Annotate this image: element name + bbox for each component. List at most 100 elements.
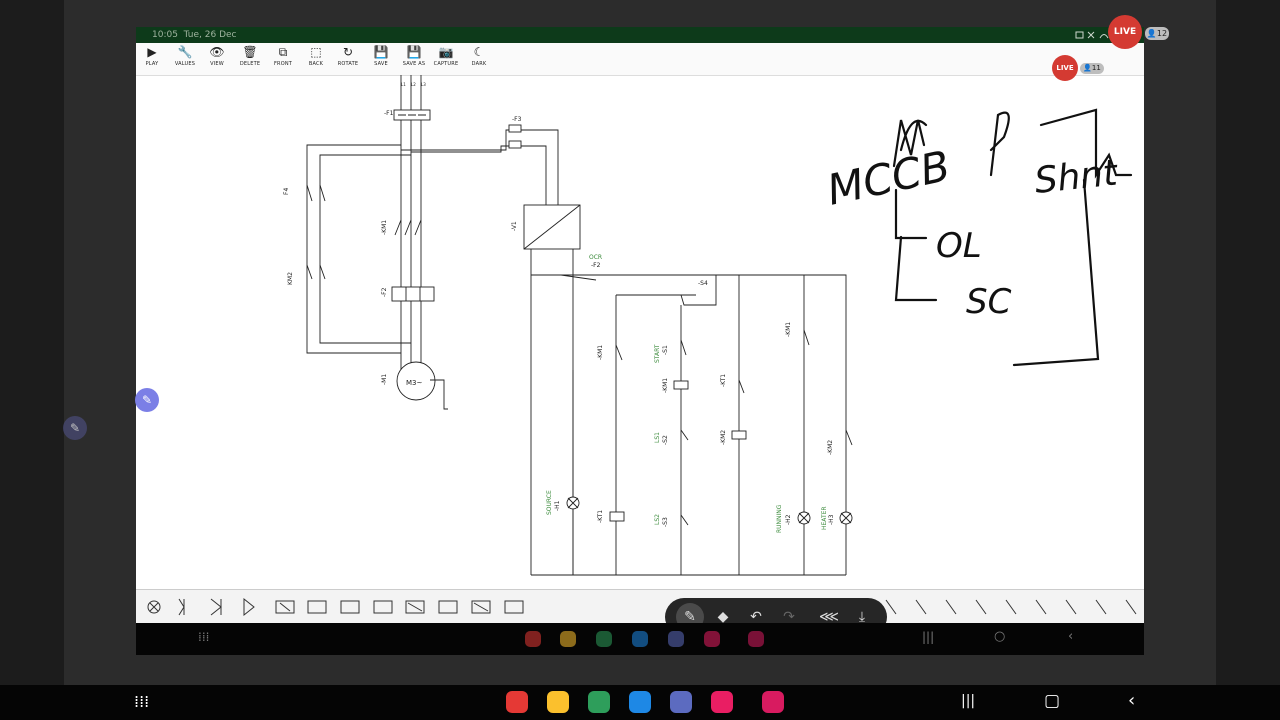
label-f2-power: -F2 xyxy=(381,287,388,297)
label-km1-power: -KM1 xyxy=(381,220,388,235)
app-icon-3[interactable] xyxy=(588,691,610,713)
app-icon-dim-3[interactable] xyxy=(596,631,612,647)
recents-icon-inner[interactable]: ||| xyxy=(922,630,935,644)
app-screen: 10:05 Tue, 26 Dec ▶PLAY 🔧VALUES 👁VIEW 🗑D… xyxy=(136,27,1144,655)
system-nav-bar: ⁞⁞⁞ ||| ▢ ‹ xyxy=(0,685,1280,720)
annotation-title: MCCB xyxy=(823,141,954,215)
save-button[interactable]: 💾SAVE xyxy=(365,45,397,73)
label-f3: -F3 xyxy=(512,116,522,123)
recents-icon[interactable]: ||| xyxy=(961,693,976,709)
label-s1: -S1 xyxy=(662,345,669,355)
capture-button[interactable]: 📷CAPTURE xyxy=(430,45,462,73)
rotate-icon: ↻ xyxy=(342,45,354,59)
app-icon-1[interactable] xyxy=(506,691,528,713)
status-bar: 10:05 Tue, 26 Dec xyxy=(136,27,1144,43)
app-icon-dim-1[interactable] xyxy=(525,631,541,647)
delete-button[interactable]: 🗑DELETE xyxy=(234,45,266,73)
back-icon-inner[interactable]: ‹ xyxy=(1068,629,1074,644)
view-button[interactable]: 👁VIEW xyxy=(201,45,233,73)
home-icon[interactable]: ▢ xyxy=(1044,691,1061,711)
save-as-button[interactable]: 💾SAVE AS xyxy=(398,45,430,73)
label-v1: -V1 xyxy=(511,221,518,231)
label-km1-contact: -KM1 xyxy=(597,345,604,360)
apps-grid-icon-inner[interactable]: ⁞⁞⁞ xyxy=(198,630,210,644)
motor-label: M3~ xyxy=(406,379,422,387)
home-icon-inner[interactable]: ○ xyxy=(994,629,1006,644)
label-f2-control: -F2 xyxy=(591,262,601,269)
label-s2: -S2 xyxy=(662,435,669,445)
label-heater: HEATER xyxy=(821,506,828,530)
app-icon-4[interactable] xyxy=(629,691,651,713)
label-ls1: LS1 xyxy=(654,432,661,443)
app-icon-dim-6[interactable] xyxy=(704,631,720,647)
trash-icon: 🗑 xyxy=(242,45,258,59)
app-icon-dim-4[interactable] xyxy=(632,631,648,647)
schematic-canvas[interactable]: -F1 F4 -KM1 KM2 -F2 -M1 M3~ -F3 -V1 L1 L… xyxy=(136,75,1144,589)
annotation-shunt: Shnt xyxy=(1033,152,1121,202)
live-badge-small[interactable]: LIVE xyxy=(1052,55,1078,81)
back-button[interactable]: ⬚BACK xyxy=(300,45,332,73)
label-s4: -S4 xyxy=(698,280,708,287)
component-symbols xyxy=(147,597,1137,617)
label-h3: -H3 xyxy=(828,514,835,525)
label-f4: F4 xyxy=(283,188,290,195)
download-icon[interactable]: ⤓ xyxy=(858,609,866,625)
label-l2: L2 xyxy=(411,82,416,87)
back-icon[interactable]: ‹ xyxy=(1128,690,1136,711)
handwritten-annotation xyxy=(892,108,1133,367)
label-f1: -F1 xyxy=(384,110,394,117)
viewer-count: 👤12 xyxy=(1145,27,1169,40)
camera-icon: 📷 xyxy=(438,45,454,59)
app-icon-2[interactable] xyxy=(547,691,569,713)
app-icon-dim-2[interactable] xyxy=(560,631,576,647)
inner-nav-bar: ⁞⁞⁞ ||| ○ ‹ xyxy=(136,623,1144,655)
apps-grid-icon[interactable]: ⁞⁞⁞ xyxy=(134,692,150,711)
viewer-count-small: 👤11 xyxy=(1080,63,1104,74)
annotation-sc: SC xyxy=(966,282,1012,322)
label-ls2: LS2 xyxy=(654,514,661,525)
rotate-button[interactable]: ↻ROTATE xyxy=(332,45,364,73)
label-h2: -H2 xyxy=(785,514,792,525)
left-bezel xyxy=(0,0,64,720)
label-km1-coil: -KM1 xyxy=(662,378,669,393)
eraser-icon[interactable]: ◆ xyxy=(717,609,729,625)
undo-icon[interactable]: ↶ xyxy=(750,609,762,625)
label-source: SOURCE xyxy=(546,490,553,515)
redo-icon[interactable]: ↷ xyxy=(783,609,795,625)
values-button[interactable]: 🔧VALUES xyxy=(169,45,201,73)
front-button[interactable]: ⧉FRONT xyxy=(267,45,299,73)
label-l1: L1 xyxy=(401,82,406,87)
label-km2-power: KM2 xyxy=(287,272,294,285)
status-time: 10:05 xyxy=(152,30,178,40)
live-badge[interactable]: LIVE xyxy=(1108,15,1142,49)
floppy-icon: 💾 xyxy=(373,45,389,59)
app-icon-6[interactable] xyxy=(711,691,733,713)
floating-pen-icon[interactable]: ✎ xyxy=(135,388,159,412)
app-icon-dim-5[interactable] xyxy=(668,631,684,647)
back-icon: ⬚ xyxy=(310,45,322,59)
label-km1-aux: -KM1 xyxy=(785,322,792,337)
label-m1: -M1 xyxy=(381,374,388,385)
app-icon-dim-7[interactable] xyxy=(748,631,764,647)
label-kt1-coil: -KT1 xyxy=(597,510,604,523)
play-icon: ▶ xyxy=(147,45,157,59)
label-km2-coil: -KM2 xyxy=(720,430,727,445)
right-bezel xyxy=(1216,0,1280,720)
floating-pen-icon-ghost[interactable]: ✎ xyxy=(63,416,87,440)
app-toolbar: ▶PLAY 🔧VALUES 👁VIEW 🗑DELETE ⧉FRONT ⬚BACK… xyxy=(136,43,1144,76)
component-palette[interactable] xyxy=(136,589,1144,624)
dark-button[interactable]: ☾DARK xyxy=(463,45,495,73)
app-icon-5[interactable] xyxy=(670,691,692,713)
app-icon-7[interactable] xyxy=(762,691,784,713)
annotation-ol: OL xyxy=(936,226,982,266)
label-ocr: OCR xyxy=(589,254,602,261)
moon-icon: ☾ xyxy=(473,45,485,59)
front-icon: ⧉ xyxy=(278,45,288,59)
label-l3: L3 xyxy=(421,82,426,87)
floppy-edit-icon: 💾 xyxy=(406,45,422,59)
label-kt1-contact: -KT1 xyxy=(720,374,727,387)
status-date: Tue, 26 Dec xyxy=(183,30,237,40)
share-icon[interactable]: ⋘ xyxy=(819,609,839,625)
play-button[interactable]: ▶PLAY xyxy=(136,45,168,73)
label-start: START xyxy=(654,344,661,363)
